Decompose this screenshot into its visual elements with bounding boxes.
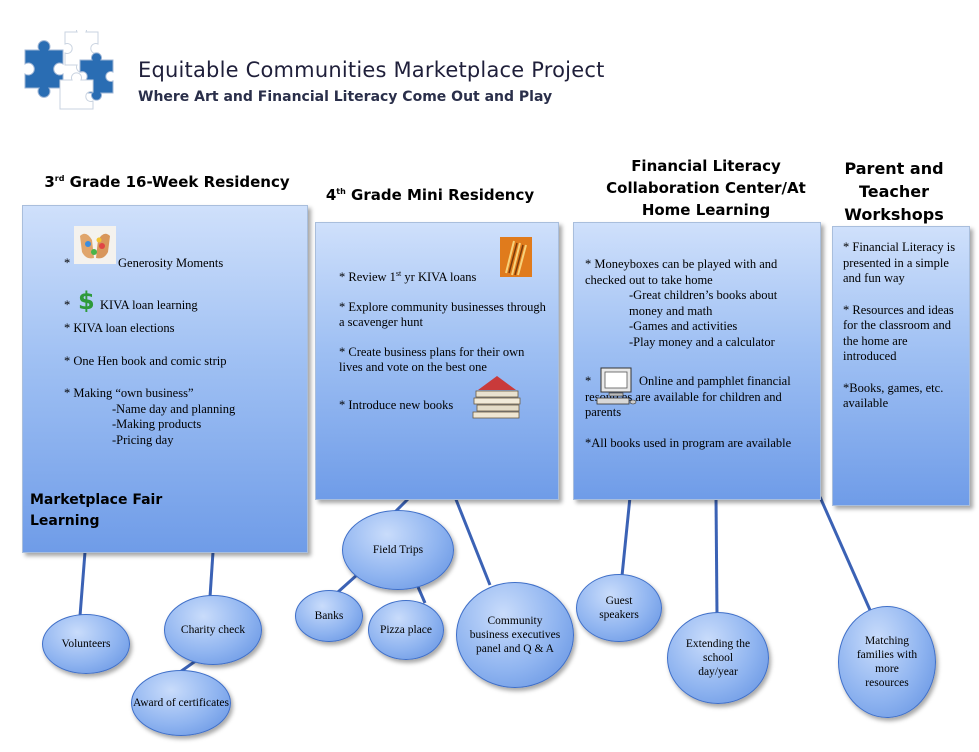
- item-own-business: * Making “own business”: [64, 386, 194, 400]
- column-heading-workshops: Parent and Teacher Workshops: [844, 159, 944, 224]
- item-play-money: -Play money and a calculator: [629, 334, 775, 349]
- item-childrens-books: -Great children’s books about money and …: [629, 288, 778, 318]
- item-kiva-learning: * $ KIVA loan learning: [64, 288, 304, 318]
- column-heading-collaboration-center: Financial Literacy Collaboration Center/…: [606, 157, 806, 219]
- connector-volunteers: [78, 551, 87, 617]
- book-stack-icon: [472, 376, 521, 419]
- bubble-extending-school-day: Extending the school day/year: [667, 612, 769, 704]
- computer-icon: [596, 367, 637, 405]
- marketplace-fair-label: Marketplace Fair Learning: [30, 492, 163, 529]
- box-3rd-grade-items: * Generosity Moments * $ KIVA loan learn…: [64, 226, 304, 448]
- item-all-books: *All books used in program are available: [585, 435, 792, 450]
- item-books-games: *Books, games, etc. available: [843, 380, 944, 411]
- item-resources-ideas: * Resources and ideas for the classroom …: [843, 302, 954, 364]
- item-new-books: * Introduce new books: [339, 397, 454, 412]
- puzzle-pieces-logo: [24, 30, 114, 110]
- connector-charity: [208, 551, 215, 598]
- bubble-charity-check: Charity check: [164, 595, 262, 665]
- bubble-award-certificates: Award of certificates: [131, 670, 231, 736]
- box-workshops-items: * Financial Literacy is presented in a s…: [843, 240, 961, 412]
- dollar-sign-icon: $: [78, 288, 95, 312]
- item-making-products: -Making products: [112, 417, 202, 431]
- item-review-kiva: * Review 1st yr KIVA loans: [339, 269, 477, 285]
- page-title: Equitable Communities Marketplace Projec…: [138, 58, 605, 82]
- item-one-hen: * One Hen book and comic strip: [64, 353, 227, 368]
- item-name-day: -Name day and planning: [112, 401, 236, 416]
- connector-guest: [620, 496, 632, 577]
- column-heading-4th-grade: 4th Grade Mini Residency: [325, 186, 535, 204]
- column-heading-3rd-grade: 3rd Grade 16-Week Residency: [44, 173, 290, 191]
- box-workshops: [832, 226, 970, 506]
- connector-banks: [336, 572, 360, 594]
- bubble-matching-families: Matching families with more resources: [838, 606, 936, 718]
- item-generosity: * Generosity Moments: [64, 226, 304, 274]
- pencils-icon: [500, 237, 532, 277]
- bubble-pizza-place: Pizza place: [368, 600, 444, 660]
- connector-matching: [818, 496, 872, 611]
- item-explore-businesses: * Explore community businesses through a…: [339, 299, 546, 330]
- item-moneyboxes: * Moneyboxes can be played with and chec…: [585, 257, 778, 287]
- svg-text:$: $: [78, 288, 95, 312]
- box-4th-grade-items: * Review 1st yr KIVA loans * Explore com…: [339, 266, 551, 413]
- item-business-plans: * Create business plans for their own li…: [339, 344, 525, 375]
- box-collaboration-center-items: * Moneyboxes can be played with and chec…: [585, 257, 813, 451]
- item-financial-literacy: * Financial Literacy is presented in a s…: [843, 240, 956, 285]
- item-pricing-day: -Pricing day: [112, 432, 174, 447]
- bubble-volunteers: Volunteers: [42, 614, 130, 674]
- item-games: -Games and activities: [629, 319, 738, 333]
- bubble-field-trips: Field Trips: [342, 510, 454, 590]
- connector-community: [453, 496, 492, 586]
- bubble-banks: Banks: [295, 590, 363, 642]
- box-collaboration-center: [573, 222, 821, 500]
- bubble-community-executives: Community business executives panel and …: [456, 582, 574, 688]
- box-3rd-grade: [22, 205, 308, 553]
- connector-extending: [714, 496, 719, 616]
- page-subtitle: Where Art and Financial Literacy Come Ou…: [138, 89, 553, 105]
- bubble-guest-speakers: Guest speakers: [576, 574, 662, 642]
- painted-hands-icon: [74, 226, 116, 264]
- item-kiva-elections: * KIVA loan elections: [64, 321, 175, 335]
